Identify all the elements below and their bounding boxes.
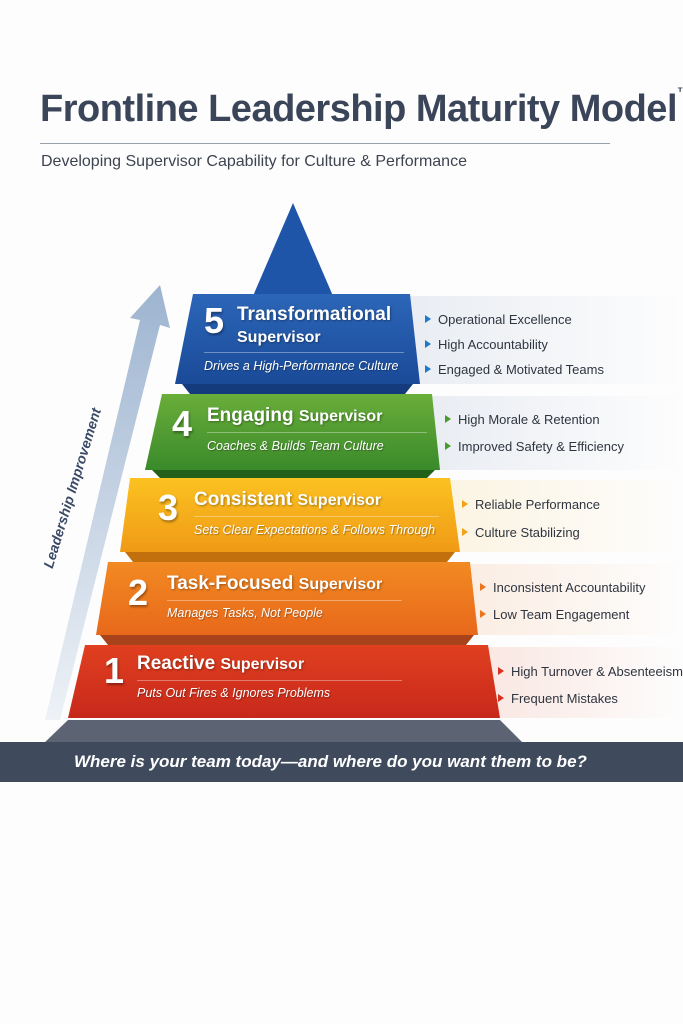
tier-4-block <box>145 394 440 470</box>
tier-4-number: 4 <box>172 403 193 444</box>
tier-4-divider <box>207 432 427 433</box>
bullet-arrow-icon <box>498 694 504 702</box>
outcome-item: High Morale & Retention <box>445 412 600 427</box>
outcome-item: High Turnover & Absenteeism <box>498 664 683 679</box>
outcome-item: Inconsistent Accountability <box>480 580 645 595</box>
title-text: Frontline Leadership Maturity Model <box>40 88 678 130</box>
tier-4-title: Engaging Supervisor <box>207 405 382 428</box>
outcome-text: Inconsistent Accountability <box>493 580 646 595</box>
bullet-arrow-icon <box>425 315 431 323</box>
title-divider <box>40 143 610 144</box>
tier-3-number: 3 <box>158 487 179 528</box>
subtitle: Developing Supervisor Capability for Cul… <box>41 153 467 170</box>
pyramid-apex <box>253 203 333 296</box>
bullet-arrow-icon <box>462 528 468 536</box>
outcome-text: High Accountability <box>438 337 548 352</box>
outcomes-panel-3 <box>450 480 683 552</box>
tier-4-name: Engaging <box>207 405 294 426</box>
outcome-text: Culture Stabilizing <box>475 525 580 540</box>
tier-3-block <box>120 478 460 552</box>
tier-3-divider <box>194 516 439 517</box>
bullet-arrow-icon <box>425 340 431 348</box>
tier-3-description: Sets Clear Expectations & Follows Throug… <box>194 523 436 537</box>
page-title: Frontline Leadership Maturity Model™ <box>40 84 683 131</box>
tier-1-name: Reactive <box>137 653 216 674</box>
tier-2-name: Task-Focused <box>167 573 294 594</box>
tier-3-title: Consistent Supervisor <box>194 489 381 512</box>
bullet-arrow-icon <box>445 442 451 450</box>
outcome-item: Engaged & Motivated Teams <box>425 362 604 377</box>
outcomes-panel-1 <box>488 647 683 718</box>
pyramid-base <box>42 720 525 745</box>
outcome-text: High Turnover & Absenteeism <box>511 664 683 679</box>
footer-question: Where is your team today—and where do yo… <box>74 752 587 771</box>
tier-2-block <box>96 562 478 635</box>
bullet-arrow-icon <box>425 365 431 373</box>
pyramid <box>42 203 525 745</box>
outcome-item: Improved Safety & Efficiency <box>445 439 624 454</box>
outcomes-panel-2 <box>470 564 683 635</box>
tier-5-divider <box>204 352 404 353</box>
tier-5-suffix: Supervisor <box>237 329 321 346</box>
improvement-arrow-icon <box>45 285 170 720</box>
tier-1-divider <box>137 680 402 681</box>
tier-1-number: 1 <box>104 650 125 691</box>
outcome-item: Operational Excellence <box>425 312 572 327</box>
bullet-arrow-icon <box>480 610 486 618</box>
outcome-item: Reliable Performance <box>462 497 600 512</box>
bullet-arrow-icon <box>498 667 504 675</box>
tier-1-suffix: Supervisor <box>220 656 305 673</box>
tier-5-block <box>175 294 420 384</box>
outcome-item: High Accountability <box>425 337 548 352</box>
outcome-item: Frequent Mistakes <box>498 691 618 706</box>
bullet-arrow-icon <box>462 500 468 508</box>
footer-banner <box>0 742 683 782</box>
trademark: ™ <box>677 84 683 100</box>
outcome-text: Frequent Mistakes <box>511 691 618 706</box>
tier-1-title: Reactive Supervisor <box>137 653 304 676</box>
bullet-arrow-icon <box>445 415 451 423</box>
outcome-item: Culture Stabilizing <box>462 525 580 540</box>
tier-1-block <box>68 645 500 718</box>
outcome-text: Engaged & Motivated Teams <box>438 362 604 377</box>
tier-5-name: Transformational <box>237 304 392 325</box>
outcome-item: Low Team Engagement <box>480 607 629 622</box>
tier-4-description: Coaches & Builds Team Culture <box>207 439 384 453</box>
tier-4-suffix: Supervisor <box>298 408 383 425</box>
outcome-text: Operational Excellence <box>438 312 572 327</box>
tier-2-divider <box>167 600 402 601</box>
outcome-text: Reliable Performance <box>475 497 601 512</box>
outcomes-panel-4 <box>432 396 683 470</box>
bullet-arrow-icon <box>480 583 486 591</box>
tier-1-description: Puts Out Fires & Ignores Problems <box>137 686 331 700</box>
tier-2-suffix: Supervisor <box>298 576 383 593</box>
tier-2-description: Manages Tasks, Not People <box>167 606 323 620</box>
outcome-text: High Morale & Retention <box>458 412 600 427</box>
tier-5-description: Drives a High-Performance Culture <box>204 359 399 373</box>
tier-3-name: Consistent <box>194 489 293 510</box>
outcomes-panel-5 <box>410 296 683 384</box>
outcome-text: Improved Safety & Efficiency <box>458 439 624 454</box>
outcome-text: Low Team Engagement <box>493 607 630 622</box>
tier-5-number: 5 <box>204 300 225 341</box>
tier-2-number: 2 <box>128 572 149 613</box>
tier-3-suffix: Supervisor <box>297 492 382 509</box>
tier-2-title: Task-Focused Supervisor <box>167 573 382 596</box>
